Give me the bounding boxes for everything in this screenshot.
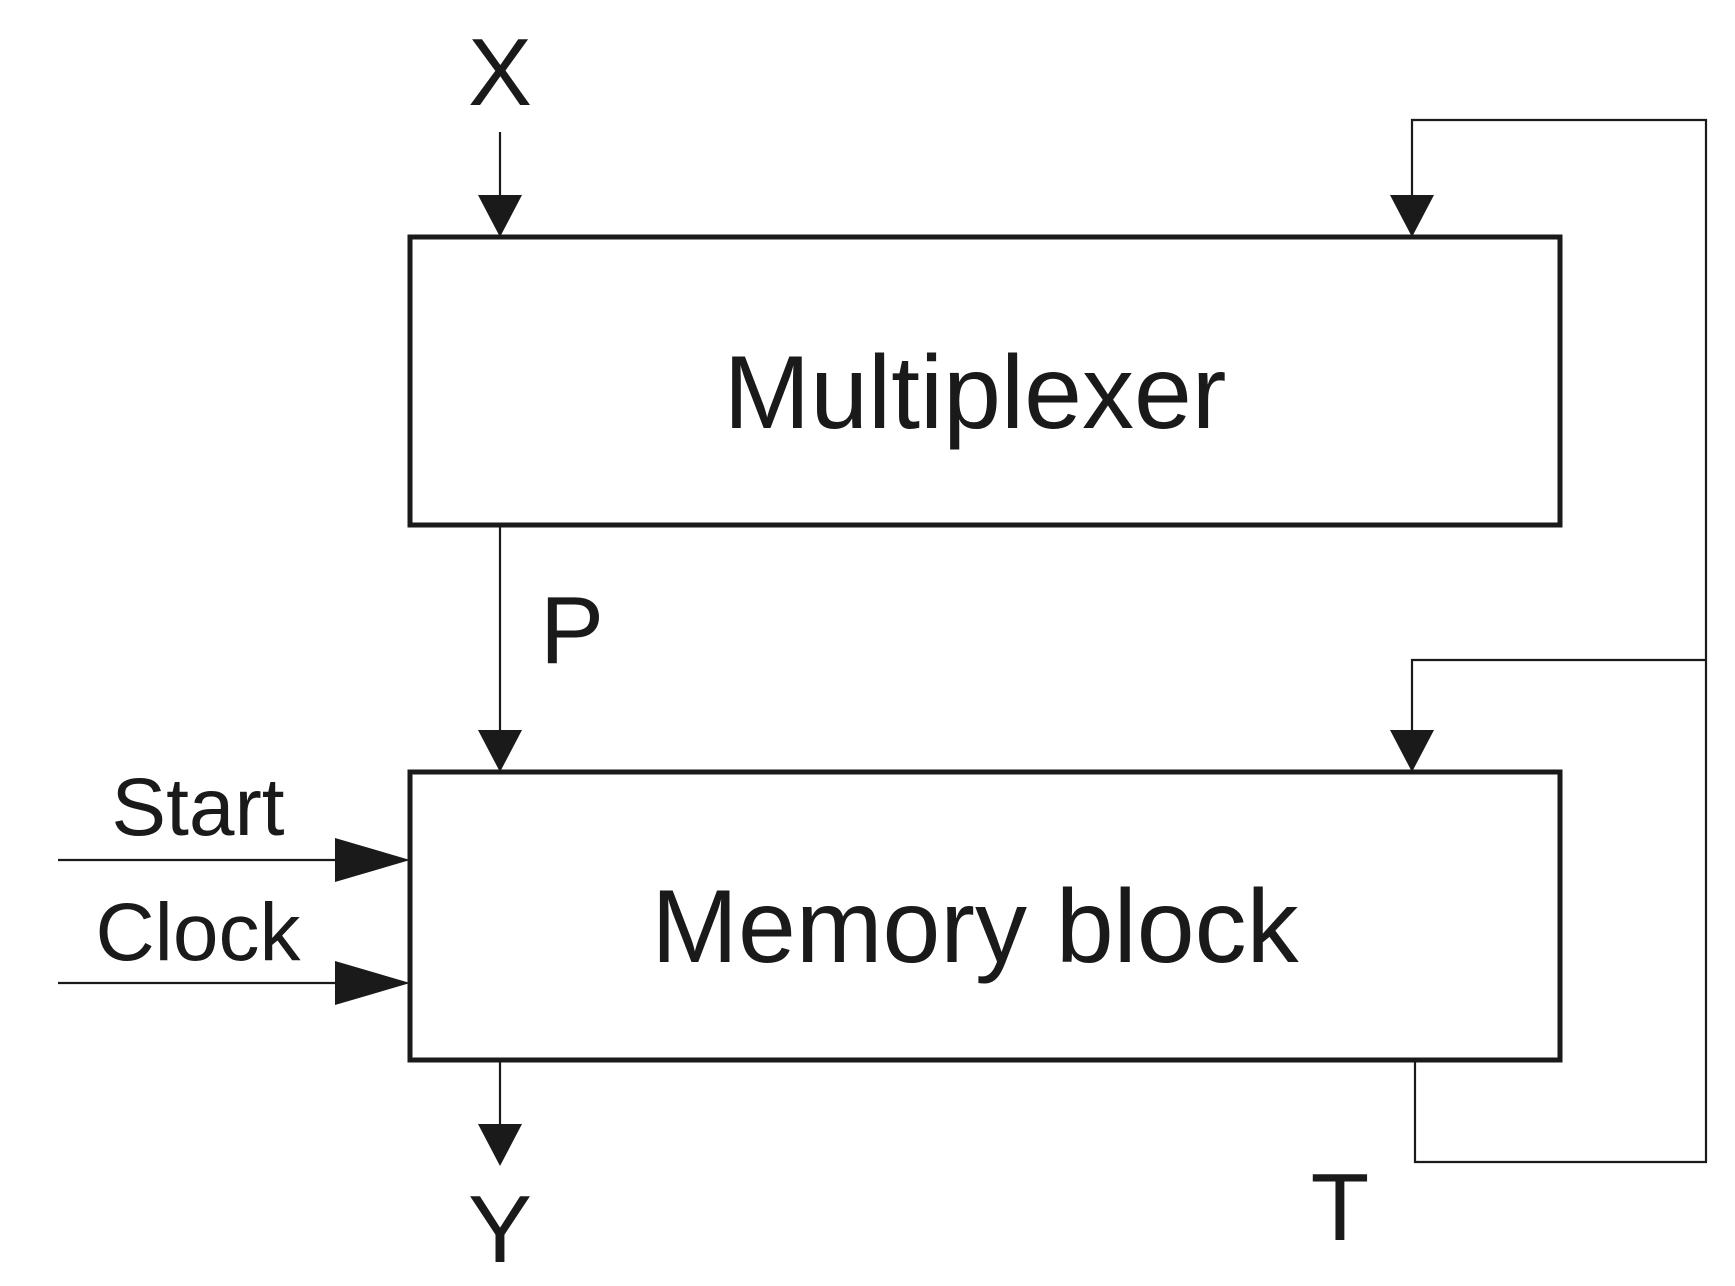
- t-feedback-label: T: [1311, 1154, 1370, 1261]
- memory-block: [407, 769, 1563, 1063]
- clock-label: Clock: [95, 887, 301, 978]
- multiplexer-block: [407, 234, 1563, 528]
- start-arrowhead: [335, 838, 410, 882]
- t-feedback-wire: [1410, 118, 1708, 1164]
- multiplexer-label: Multiplexer: [724, 335, 1227, 451]
- p-label: P: [540, 577, 604, 684]
- x-input-arrowhead: [478, 195, 522, 237]
- t-feedback-mux-arrowhead: [1390, 195, 1434, 237]
- x-input-label: X: [468, 19, 532, 126]
- y-output-arrowhead: [478, 1124, 522, 1166]
- memory-block-label: Memory block: [651, 869, 1299, 985]
- t-feedback-memory-wire: [1410, 658, 1706, 735]
- start-label: Start: [111, 762, 284, 853]
- y-output-label: Y: [468, 1176, 532, 1283]
- t-feedback-memory-arrowhead: [1390, 730, 1434, 772]
- clock-arrowhead: [335, 961, 410, 1005]
- p-arrowhead: [478, 730, 522, 772]
